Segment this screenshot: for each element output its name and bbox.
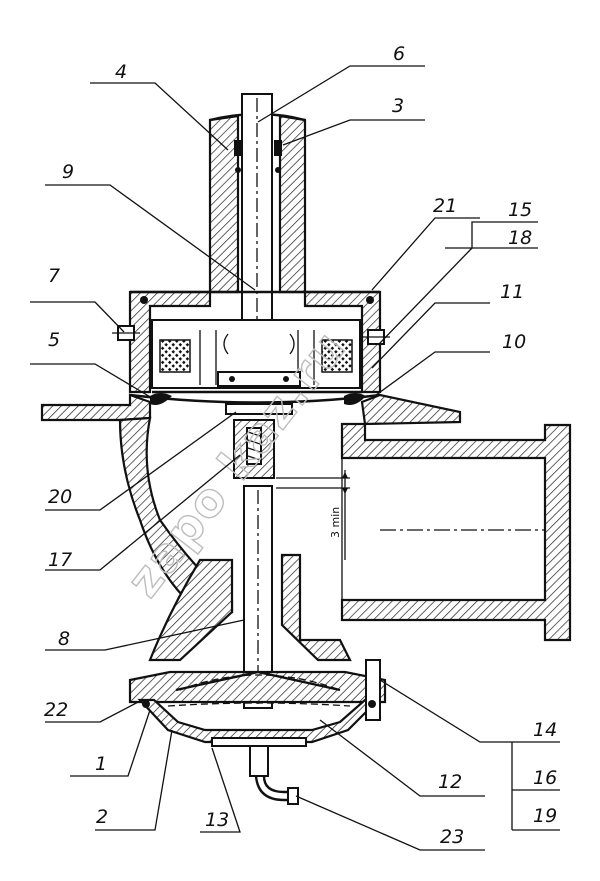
callout-23: 23: [440, 826, 464, 848]
callout-4: 4: [115, 61, 127, 83]
callout-1: 1: [95, 753, 107, 775]
callout-7: 7: [48, 265, 60, 287]
callout-12: 12: [438, 771, 462, 793]
callout-9: 9: [62, 161, 74, 183]
callout-16: 16: [533, 767, 557, 789]
callout-10: 10: [502, 331, 526, 353]
callout-18: 18: [508, 227, 532, 249]
gland-seals: [234, 140, 282, 173]
callout-13: 13: [205, 809, 229, 831]
callout-5: 5: [48, 329, 60, 351]
diaphragm: [129, 393, 381, 405]
drain-fitting: [249, 745, 299, 805]
callout-3: 3: [392, 95, 404, 117]
callout-21: 21: [433, 195, 457, 217]
chamber-interior: [151, 319, 362, 394]
valve-body: [40, 393, 572, 662]
leader-lines: [30, 65, 560, 851]
callout-17: 17: [48, 549, 72, 571]
callouts: 4 6 3 9 21 15 18 7 11 5 10 20 17 8 22 1 …: [44, 43, 557, 848]
callout-20: 20: [48, 486, 72, 508]
callout-19: 19: [533, 805, 557, 827]
callout-8: 8: [58, 628, 70, 650]
callout-22: 22: [44, 699, 68, 721]
callout-2: 2: [96, 806, 108, 828]
guide-tube: [208, 112, 307, 294]
lower-bowl: [128, 659, 387, 747]
valve-plug: [225, 403, 293, 479]
callout-15: 15: [508, 199, 532, 221]
callout-6: 6: [393, 43, 405, 65]
callout-11: 11: [500, 281, 524, 303]
callout-14: 14: [533, 719, 557, 741]
dimension-label: 3 min: [329, 507, 342, 538]
clearance-dimension: 3 min: [276, 470, 350, 560]
